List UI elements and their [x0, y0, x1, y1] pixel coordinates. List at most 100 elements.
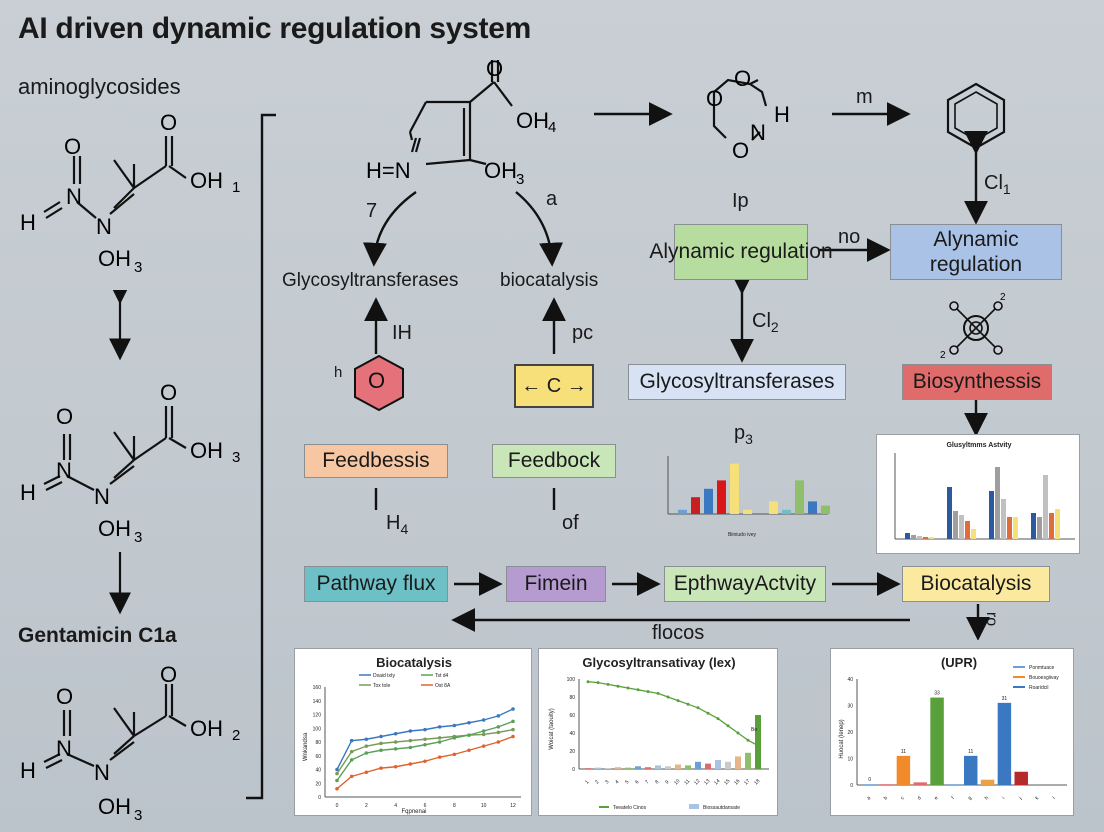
- svg-text:H: H: [20, 480, 36, 505]
- bar: [735, 756, 741, 769]
- y-tick-label: 140: [313, 699, 322, 705]
- bar: [896, 755, 911, 785]
- biocatalysis-box[interactable]: Biocatalysis: [902, 566, 1050, 602]
- svg-text:N: N: [66, 184, 82, 209]
- svg-text:O: O: [368, 368, 385, 393]
- x-tick-label: 4: [394, 803, 397, 809]
- fimein-box[interactable]: Fimein: [506, 566, 606, 602]
- y-tick-label: 20: [315, 781, 321, 787]
- svg-text:OH: OH: [98, 516, 131, 541]
- feedbock-box[interactable]: Feedbock: [492, 444, 616, 478]
- data-point: [364, 744, 369, 748]
- x-tick-label: k: [1034, 795, 1040, 801]
- pathway-flux-box[interactable]: Pathway flux: [304, 566, 448, 602]
- x-tick-label: 8: [453, 803, 456, 809]
- y-tick-label: 0: [572, 767, 575, 773]
- chart-title: Biocatalysis: [376, 655, 452, 670]
- bar: [1043, 475, 1048, 539]
- data-point: [586, 680, 590, 684]
- data-point: [511, 707, 515, 711]
- x-tick-label: h: [984, 795, 990, 801]
- alynamic-regulation-box-2[interactable]: Alynamic regulation: [890, 224, 1062, 280]
- y-tick-label: 0: [318, 795, 321, 801]
- data-point: [481, 718, 486, 722]
- x-tick-label: 6: [634, 779, 640, 785]
- c-exchange-box[interactable]: ← C →: [514, 364, 594, 408]
- bar: [675, 764, 681, 769]
- data-point: [423, 759, 427, 764]
- bar: [879, 784, 894, 785]
- feedbessis-box[interactable]: Feedbessis: [304, 444, 448, 478]
- molecule-structure-2: O N H N O OH 3 OH 3: [20, 380, 240, 546]
- label-cl1: Cl1: [984, 172, 1011, 197]
- x-tick-label: 15: [723, 778, 731, 786]
- x-tick-label: 11: [683, 778, 691, 786]
- bar: [1031, 784, 1045, 785]
- biosynthesis-box[interactable]: Biosynthessis: [902, 364, 1052, 400]
- svg-text:OH: OH: [98, 246, 131, 271]
- bar: [782, 509, 791, 514]
- x-tick-label: 17: [743, 778, 751, 786]
- data-point: [379, 741, 383, 746]
- data-point: [726, 724, 730, 728]
- bar: [625, 767, 631, 769]
- x-tick-label: 4: [614, 779, 620, 785]
- x-tick-label: c: [900, 795, 906, 801]
- bar: [821, 505, 830, 514]
- bar: [704, 488, 713, 514]
- bar: [1037, 517, 1042, 539]
- legend-label: Ponmtuace: [1029, 665, 1055, 671]
- y-tick-label: 40: [847, 677, 853, 683]
- series-line: [587, 681, 759, 747]
- x-tick-label: 2: [594, 779, 600, 785]
- y-tick-label: 10: [847, 757, 853, 763]
- bar: [655, 765, 661, 769]
- epthway-activity-box[interactable]: EpthwayActvity: [664, 566, 826, 602]
- bar: [795, 480, 804, 514]
- data-point: [452, 723, 457, 728]
- x-axis-label: Biiniudo ivey: [728, 532, 757, 538]
- molecule-structure-1: O N H N O OH 1 OH 3: [20, 110, 240, 276]
- legend-label: Ost 8A: [435, 683, 451, 689]
- label-a: a: [546, 188, 558, 210]
- svg-text:O: O: [732, 138, 749, 163]
- data-point: [666, 695, 670, 699]
- data-point: [481, 732, 486, 737]
- data-label: 11: [901, 749, 906, 755]
- svg-text:N: N: [96, 214, 112, 239]
- data-point: [393, 731, 398, 736]
- x-axis-label: Fqpnenai: [401, 809, 426, 815]
- data-point: [452, 736, 457, 740]
- bar: [1007, 517, 1012, 539]
- left-arrows: [109, 290, 131, 615]
- bracket: [246, 113, 276, 800]
- label-pc: pc: [572, 322, 594, 344]
- label-no: no: [838, 226, 861, 248]
- bar: [685, 765, 691, 769]
- center-molecule: O OH 4 H=N OH 3 O O O N H: [366, 56, 790, 188]
- label-7: 7: [366, 200, 378, 222]
- y-tick-label: 100: [313, 726, 322, 732]
- svg-text:2: 2: [232, 727, 240, 744]
- x-tick-label: 8: [654, 779, 660, 785]
- data-point: [746, 738, 750, 742]
- svg-text:O: O: [64, 134, 81, 159]
- label-h: h: [334, 364, 343, 381]
- y-tick-label: 60: [569, 713, 575, 719]
- x-tick-label: d: [916, 795, 922, 801]
- data-point: [596, 681, 600, 685]
- x-tick-label: i: [1001, 796, 1006, 801]
- chart-title: (UPR): [941, 655, 977, 670]
- cyclic-molecule-icon: 2 2: [940, 292, 1006, 360]
- mini-bar-chart-right: Glusyltmms Astvity: [876, 434, 1080, 554]
- svg-text:3: 3: [232, 449, 240, 466]
- alynamic-regulation-box-1[interactable]: Alynamic regulation: [649, 224, 833, 280]
- glycosyltransferases-box[interactable]: Glycosyltransferases: [628, 364, 846, 400]
- y-axis-label: Huocat (lenep): [839, 719, 845, 758]
- bar: [595, 767, 601, 769]
- bar: [1001, 499, 1006, 539]
- bar: [743, 509, 752, 514]
- bar: [1049, 513, 1054, 539]
